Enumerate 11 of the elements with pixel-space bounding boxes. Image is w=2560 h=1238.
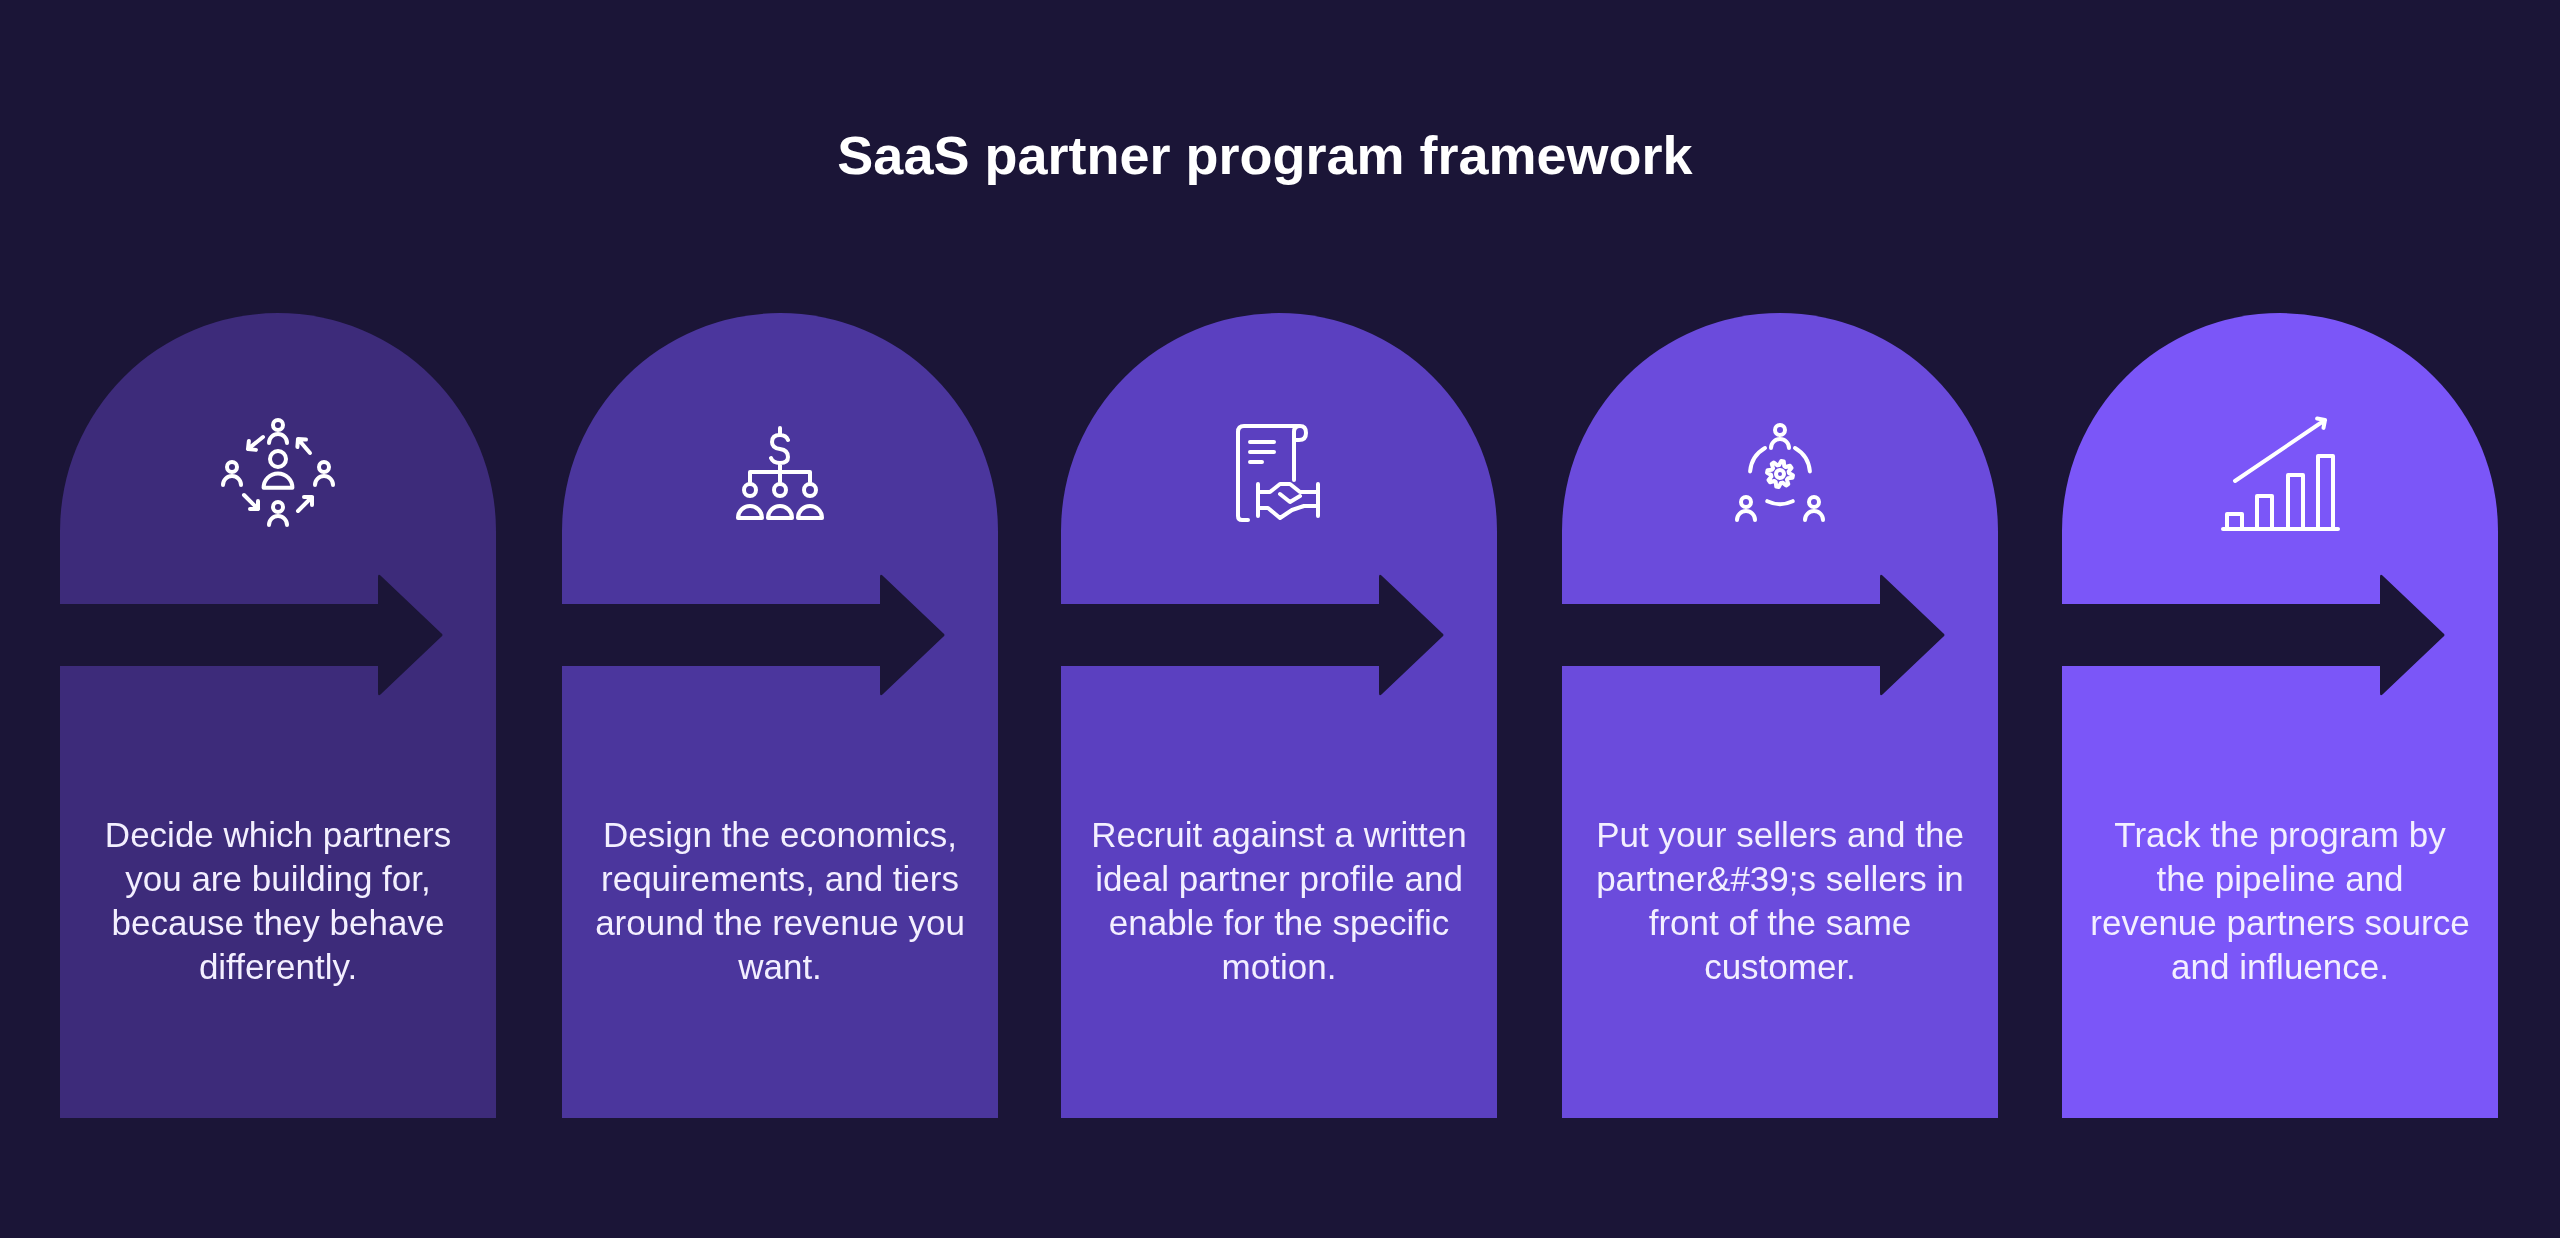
step-text: Track the program by the pipeline and revenue partners source and influence. (2090, 814, 2470, 988)
arch-panel (1061, 313, 1497, 1118)
arch-panel (1562, 313, 1998, 1118)
step-text: Decide which partners you are building for, because they behave differently. (103, 814, 453, 988)
arch-panel (2062, 313, 2498, 1118)
arch-panel (60, 313, 496, 1118)
title: SaaS partner program framework (837, 124, 1693, 187)
step-text: Recruit against a written ideal partner profile and enable for the specific motion. (1090, 814, 1468, 988)
arch-panel (562, 313, 998, 1118)
step-text: Design the economics, requirements, and tiers around the revenue you want. (594, 814, 966, 988)
step-text: Put your sellers and the partner&#39;s sellers in front of the same customer. (1595, 814, 1965, 988)
